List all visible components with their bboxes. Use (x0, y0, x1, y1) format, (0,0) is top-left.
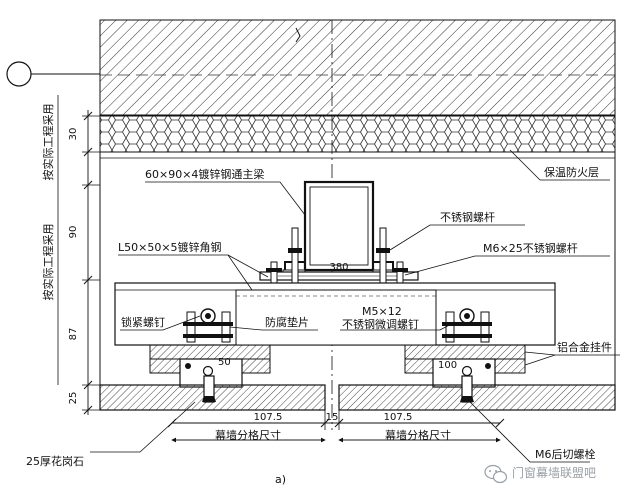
lock-screw-left (183, 308, 233, 343)
main-beam-label: 60×90×4镀锌钢通主梁 (145, 167, 264, 181)
rail-label-top: 按实际工程采用 (41, 104, 55, 181)
aluminum-hanger-right (404, 344, 526, 388)
insulation-label: 保温防火层 (544, 165, 599, 179)
angle-steel-label: L50×50×5镀锌角钢 (118, 240, 222, 254)
circle-axis-marker (6, 61, 100, 87)
anticorrosion-pad-label: 防腐垫片 (265, 315, 309, 329)
dim-90: 90 (68, 226, 79, 239)
back-bolt-right (460, 375, 474, 403)
insulation-layer (99, 115, 616, 153)
back-bolt-label: M6后切螺栓 (535, 447, 596, 461)
module-size-right: 幕墙分格尺寸 (385, 428, 451, 442)
wechat-icon (484, 464, 508, 484)
dim-50: 50 (218, 357, 231, 368)
vertical-dimension-chain (82, 110, 100, 415)
lock-screw-label: 锁紧螺钉 (121, 315, 165, 329)
watermark-text: 门窗幕墙联盟吧 (512, 465, 596, 480)
adjust-screw-label: 不锈钢微调螺钉 (342, 317, 419, 331)
dim-25: 25 (68, 392, 79, 405)
dim-100: 100 (438, 360, 457, 371)
module-size-left: 幕墙分格尺寸 (215, 428, 281, 442)
bottom-dimension-chain (167, 410, 505, 443)
main-steel-beam (303, 180, 375, 272)
lock-screw-right (442, 308, 492, 343)
dim-15: 15 (326, 412, 339, 423)
dim-107-left: 107.5 (254, 412, 283, 423)
figure-tag: a) (275, 473, 286, 486)
leader-lines (90, 149, 620, 463)
granite-label: 25厚花岗石 (26, 455, 84, 468)
dim-30: 30 (68, 128, 79, 141)
back-bolt-left (202, 375, 216, 403)
aluminum-hanger-left (149, 344, 271, 388)
dim-87: 87 (68, 328, 79, 341)
adjust-screw-spec-label: M5×12 (362, 305, 402, 318)
dim-380: 380 (329, 262, 348, 273)
rail-label-bottom: 按实际工程采用 (41, 224, 55, 301)
granite-panel-right (338, 384, 616, 411)
dim-107-right: 107.5 (384, 412, 413, 423)
ss-bolt-spec-label: M6×25不锈钢螺杆 (483, 241, 578, 255)
concrete-wall (99, 19, 616, 116)
ss-bolt-label: 不锈钢螺杆 (440, 210, 495, 224)
aluminum-hanger-label: 铝合金挂件 (557, 340, 612, 354)
